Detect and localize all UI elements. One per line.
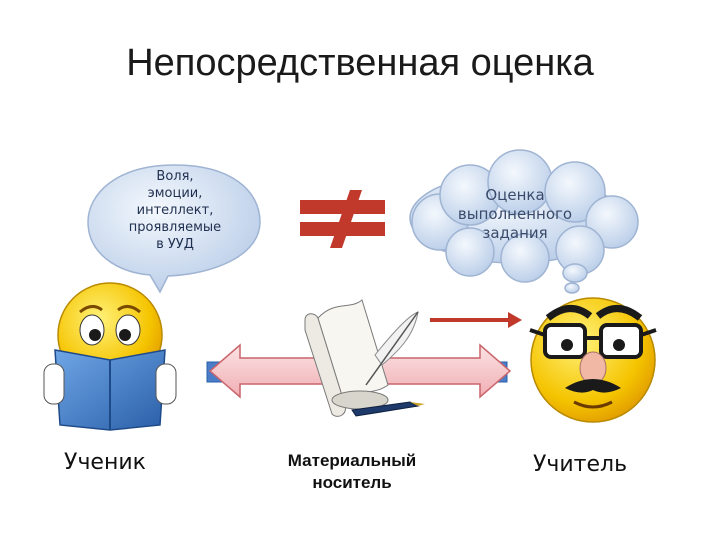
thought-bubble xyxy=(409,149,639,294)
thought-line: Оценка xyxy=(485,186,545,204)
teacher-label: Учитель xyxy=(532,452,628,477)
not-equal-icon xyxy=(300,190,385,248)
teacher-smiley-icon xyxy=(529,297,657,423)
student-smiley-icon xyxy=(43,282,177,431)
speech-line: интеллект, xyxy=(136,203,214,218)
scroll-quill-icon xyxy=(304,299,425,417)
thought-line: задания xyxy=(482,224,548,242)
speech-bubble-text: Воля, эмоции, интеллект, проявляемые в У… xyxy=(110,168,240,253)
speech-line: в УУД xyxy=(156,237,194,252)
thought-bubble-text: Оценка выполненного задания xyxy=(445,186,585,243)
page-title: Непосредственная оценка xyxy=(126,42,594,84)
arrow-right-icon xyxy=(430,312,522,328)
medium-label-line2: носитель xyxy=(312,473,392,492)
speech-line: эмоции, xyxy=(147,186,203,201)
speech-bubble xyxy=(87,164,261,294)
speech-line: проявляемые xyxy=(128,220,222,235)
speech-line: Воля, xyxy=(156,169,194,184)
thought-line: выполненного xyxy=(457,205,573,223)
student-label: Ученик xyxy=(64,450,146,475)
medium-label-line1: Материальный xyxy=(287,451,417,470)
medium-label: Материальный носитель xyxy=(262,450,442,494)
